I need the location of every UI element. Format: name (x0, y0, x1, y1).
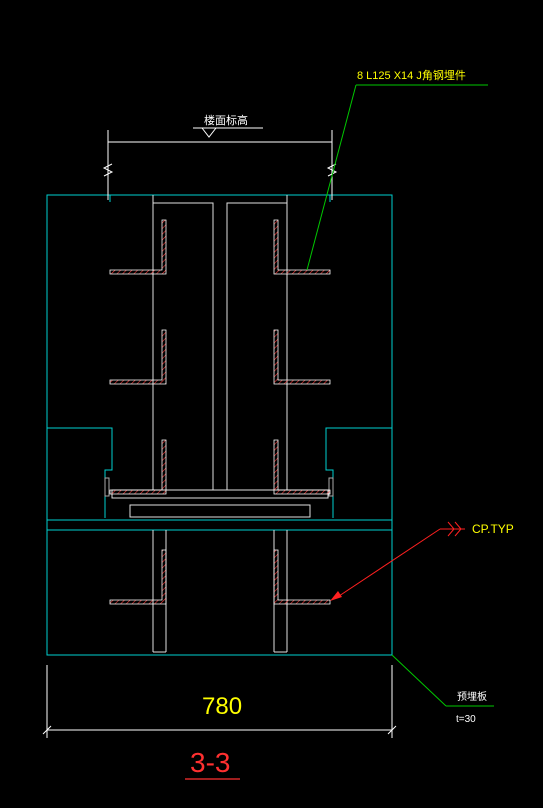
weld-callout-label: CP.TYP (472, 522, 514, 536)
slab-level-marker (102, 127, 338, 200)
width-dimension-label: 780 (202, 693, 242, 720)
steel-column (104, 195, 334, 653)
plate-callout-label: 预埋板 (457, 690, 487, 703)
weld-callout-leader (335, 521, 465, 599)
angle-right-2 (273, 329, 331, 385)
plate-thickness-label: t=30 (456, 714, 476, 725)
angle-left-2 (109, 329, 167, 385)
angle-embeds (109, 219, 331, 605)
plate-callout-leader (391, 654, 494, 707)
section-title: 3-3 (190, 747, 230, 778)
angle-left-3 (109, 439, 167, 495)
slab-level-label: 楼面标高 (204, 113, 248, 127)
angle-right-3 (273, 439, 331, 495)
width-dimension (42, 665, 397, 738)
angle-callout-leader (306, 84, 488, 271)
angle-right-4 (273, 549, 331, 605)
concrete-outline (46, 194, 393, 656)
angle-callout-label: 8 L125 X14 J角钢埋件 (357, 69, 466, 82)
angle-left-4 (109, 549, 167, 605)
angle-left-1 (109, 219, 167, 275)
weld-arrowhead-icon (330, 591, 342, 601)
angle-right-1 (273, 219, 331, 275)
